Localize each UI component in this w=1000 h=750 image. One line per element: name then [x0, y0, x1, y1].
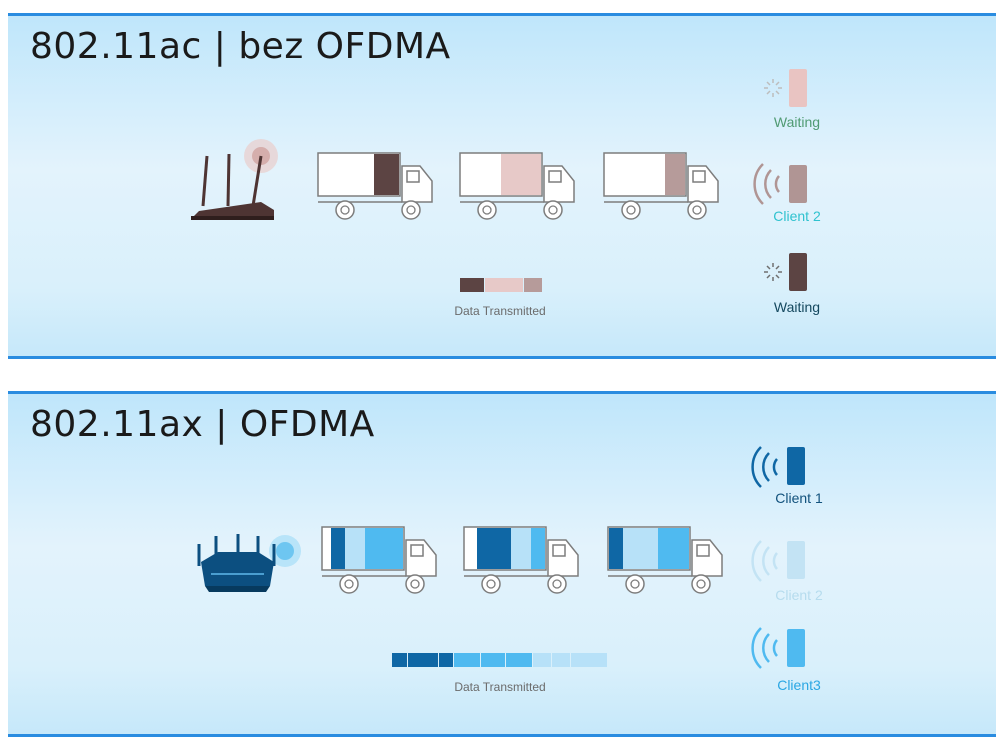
phone-icon — [789, 165, 807, 203]
client-waiting-bottom — [764, 253, 807, 291]
router-icon — [197, 534, 301, 592]
phone-icon — [787, 447, 805, 485]
client-3-active — [751, 627, 805, 669]
client-1-active — [751, 446, 805, 488]
panel-80211ac: 802.11ac | bez OFDMA — [8, 13, 996, 359]
loading-spinner-icon — [764, 263, 782, 281]
ac-diagram — [191, 69, 807, 292]
phone-icon — [789, 253, 807, 291]
data-transmitted-bar — [392, 653, 607, 667]
ax-diagram — [197, 446, 805, 669]
wifi-signal-icon — [753, 163, 781, 205]
client-status-label: Waiting — [773, 299, 821, 315]
wifi-signal-icon — [751, 627, 779, 669]
client-status-label: Client3 — [777, 677, 821, 693]
truck-1 — [317, 152, 433, 220]
client-status-label: Client 1 — [775, 490, 823, 506]
client-2-active — [753, 163, 807, 205]
phone-icon — [787, 629, 805, 667]
truck-3 — [603, 152, 719, 220]
legend-label: Data Transmitted — [454, 304, 546, 318]
client-waiting-top — [764, 69, 807, 107]
loading-spinner-icon — [764, 79, 782, 97]
phone-icon — [789, 69, 807, 107]
data-transmitted-bar — [460, 278, 542, 292]
truck-2 — [459, 152, 575, 220]
client-status-label: Waiting — [773, 114, 821, 130]
client-status-label: Client 2 — [773, 208, 821, 224]
legend-label: Data Transmitted — [454, 680, 546, 694]
wifi-signal-icon — [751, 446, 779, 488]
wifi-signal-icon — [751, 540, 779, 582]
truck-2 — [463, 526, 579, 594]
client-status-label: Client 2 — [775, 587, 823, 603]
truck-1 — [321, 526, 437, 594]
router-icon — [191, 139, 278, 220]
client-2-faded — [751, 540, 805, 582]
phone-icon — [787, 541, 805, 579]
panel-title: 802.11ac | bez OFDMA — [30, 26, 451, 67]
panel-80211ax: 802.11ax | OFDMA — [8, 391, 996, 737]
panel-title: 802.11ax | OFDMA — [30, 404, 375, 445]
truck-3 — [607, 526, 723, 594]
